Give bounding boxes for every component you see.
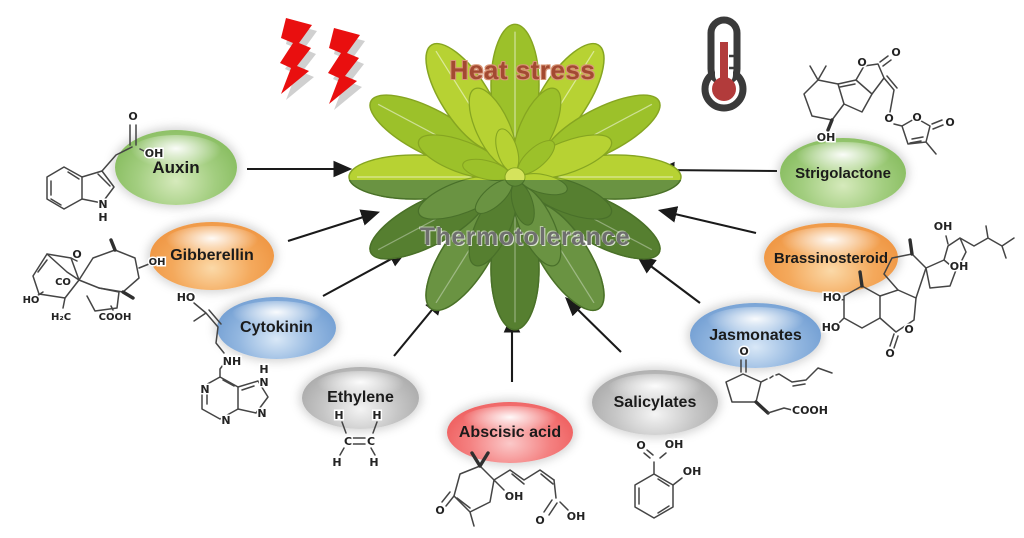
svg-text:OH: OH: [934, 220, 953, 233]
strigolactone-structure: O O OH O O O: [803, 45, 956, 155]
svg-text:O: O: [857, 56, 866, 69]
hormone-label-salicylates: Salicylates: [613, 393, 697, 411]
svg-text:N: N: [200, 383, 209, 396]
brassinosteroid-structure: OH OH HO HO O O: [820, 219, 1015, 362]
svg-text:COOH: COOH: [792, 404, 828, 417]
auxin-structure: O OH N H: [46, 109, 165, 226]
svg-text:O: O: [885, 347, 894, 360]
svg-text:OH: OH: [665, 438, 684, 451]
svg-text:OH: OH: [505, 490, 524, 503]
svg-text:H: H: [259, 363, 268, 376]
hormone-label-strigolactone: Strigolactone: [795, 164, 891, 182]
hormone-label-gibberellin: Gibberellin: [170, 247, 254, 264]
svg-text:NH: NH: [223, 355, 241, 368]
hormone-bubble-brassinosteroid: Brassinosteroid: [764, 223, 898, 293]
svg-text:HO: HO: [177, 291, 196, 304]
svg-text:N: N: [98, 198, 107, 211]
svg-text:O: O: [945, 116, 954, 129]
arrow-brassinosteroid: [657, 206, 757, 235]
arrow-salicylates: [565, 297, 622, 353]
svg-text:C: C: [344, 435, 352, 448]
hormone-label-jasmonates: Jasmonates: [709, 326, 802, 344]
svg-text:O: O: [912, 111, 921, 124]
svg-text:OH: OH: [817, 131, 836, 144]
heat-stress-label: Heat stress: [449, 55, 596, 85]
svg-text:O: O: [636, 439, 645, 452]
arrow-jasmonates: [636, 255, 701, 304]
svg-text:H: H: [334, 409, 343, 422]
svg-text:OH: OH: [149, 257, 166, 268]
svg-text:O: O: [435, 504, 444, 517]
hormone-bubble-strigolactone: Strigolactone: [780, 138, 906, 208]
svg-text:H: H: [98, 211, 107, 224]
svg-text:C: C: [367, 435, 375, 448]
arrow-strigolactone: [655, 161, 778, 179]
cytokinin-structure: HO NH H N N N N: [175, 290, 270, 429]
hormone-label-cytokinin: Cytokinin: [240, 319, 313, 336]
svg-text:O: O: [128, 110, 137, 123]
jasmonates-structure: O COOH: [725, 344, 833, 419]
hormone-label-ethylene: Ethylene: [327, 389, 394, 406]
svg-text:COOH: COOH: [99, 312, 132, 323]
svg-text:O: O: [904, 323, 913, 336]
hormone-bubble-ethylene: Ethylene: [302, 367, 419, 429]
hormone-bubble-abscisic-acid: Abscisic acid: [447, 402, 573, 463]
hormone-arrows: [247, 160, 778, 382]
ethylene-structure: H H C C H H: [331, 408, 383, 471]
hormone-label-abscisic-acid: Abscisic acid: [458, 423, 562, 441]
thermometer-icon: [701, 16, 747, 112]
svg-text:H: H: [332, 456, 341, 469]
abscisic-acid-structure: O OH O OH: [434, 451, 587, 529]
hormone-label-auxin: Auxin: [152, 157, 200, 177]
svg-text:H: H: [372, 409, 381, 422]
svg-text:N: N: [221, 414, 230, 427]
arrow-gibberellin: [287, 209, 381, 243]
svg-text:OH: OH: [683, 465, 702, 478]
svg-text:O: O: [739, 345, 748, 358]
svg-text:OH: OH: [950, 260, 969, 273]
svg-text:O: O: [535, 514, 544, 527]
svg-text:OH: OH: [567, 510, 586, 523]
svg-text:CO: CO: [55, 277, 71, 288]
hormone-bubble-gibberellin: Gibberellin: [150, 222, 274, 290]
svg-text:HO: HO: [822, 321, 841, 334]
svg-text:HO: HO: [823, 291, 842, 304]
hormone-bubble-cytokinin: Cytokinin: [217, 297, 336, 359]
salicylates-structure: O OH OH: [634, 437, 703, 519]
hormone-bubble-salicylates: Salicylates: [592, 370, 718, 435]
svg-text:H: H: [369, 456, 378, 469]
hormone-label-brassinosteroid: Brassinosteroid: [773, 249, 889, 267]
svg-text:N: N: [259, 376, 268, 389]
thermotolerance-label: Thermotolerance: [419, 223, 631, 251]
svg-text:OH: OH: [145, 147, 164, 160]
gibberellin-structure: O CO HO H₂C COOH OH: [21, 238, 167, 325]
svg-text:H₂C: H₂C: [51, 312, 71, 323]
lightning-bolts-icon: [280, 18, 365, 110]
svg-text:O: O: [891, 46, 900, 59]
svg-text:O: O: [72, 248, 81, 261]
svg-text:HO: HO: [23, 295, 40, 306]
svg-text:O: O: [884, 112, 893, 125]
svg-text:N: N: [257, 407, 266, 420]
hormone-bubble-jasmonates: Jasmonates: [690, 303, 821, 368]
